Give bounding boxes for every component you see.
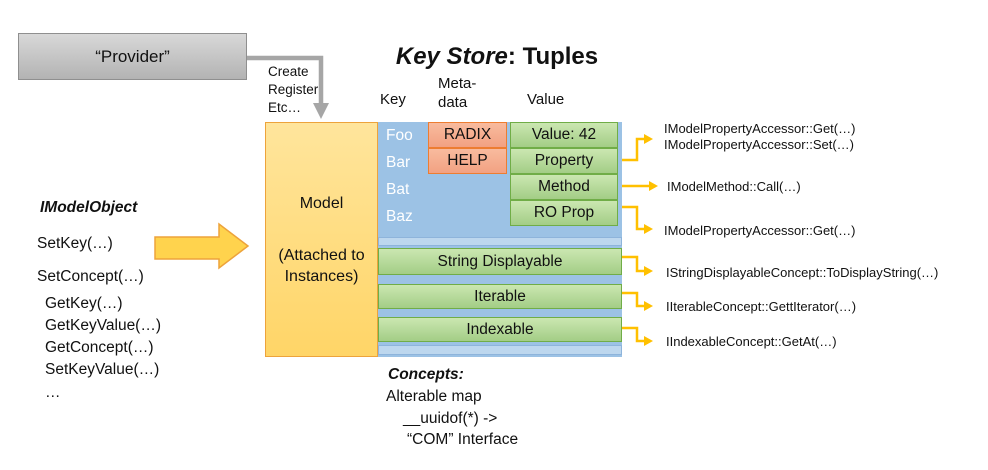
concept-bar-indexable: Indexable bbox=[378, 317, 622, 342]
api-method: GetKey(…) bbox=[45, 295, 123, 312]
provider-note-line: Create bbox=[268, 64, 309, 79]
separator-strip bbox=[378, 237, 622, 246]
metadata-cell-radix: RADIX bbox=[428, 122, 507, 148]
slide-title: Key Store: Tuples bbox=[352, 43, 642, 71]
connector-indexable-arrow bbox=[622, 326, 644, 343]
connector-ro-prop-arrowhead bbox=[644, 224, 653, 234]
provider-label: “Provider” bbox=[95, 46, 170, 66]
key-label-foo: Foo bbox=[386, 127, 413, 144]
connector-indexable-arrowhead bbox=[644, 336, 653, 346]
title-rest: : Tuples bbox=[507, 43, 599, 70]
key-label-baz: Baz bbox=[386, 208, 413, 225]
annotation-property-get: IModelPropertyAccessor::Get(…) bbox=[664, 121, 856, 136]
column-header-metadata: Meta- data bbox=[438, 74, 476, 112]
model-sublabel: (Attached to Instances) bbox=[278, 247, 365, 285]
connector-method-arrowhead bbox=[649, 181, 658, 191]
provider-note-line: Etc… bbox=[268, 100, 302, 115]
concept-bar-iterable: Iterable bbox=[378, 284, 622, 309]
provider-box: “Provider” bbox=[18, 33, 247, 80]
model-label: Model bbox=[299, 195, 344, 212]
key-label-bat: Bat bbox=[386, 181, 410, 198]
concepts-note-line: Alterable map bbox=[386, 388, 482, 405]
api-method: SetConcept(…) bbox=[37, 268, 144, 285]
model-box: Model (Attached to Instances) bbox=[265, 122, 378, 357]
annotation-iterable: IIterableConcept::GettIterator(…) bbox=[666, 299, 857, 314]
annotation-property-set: IModelPropertyAccessor::Set(…) bbox=[664, 137, 855, 152]
key-label-bar: Bar bbox=[386, 154, 411, 171]
connector-property-arrowhead bbox=[644, 134, 653, 144]
connector-ro-prop-arrow bbox=[622, 205, 644, 231]
concept-bar-string-displayable: String Displayable bbox=[378, 248, 622, 275]
value-cell-ro-prop: RO Prop bbox=[510, 200, 618, 226]
provider-note-line: Register bbox=[268, 82, 319, 97]
api-method: SetKey(…) bbox=[37, 235, 113, 252]
api-method: GetConcept(…) bbox=[45, 339, 154, 356]
connector-iterable-arrowhead bbox=[644, 301, 653, 311]
column-header-metadata-line2: data bbox=[438, 94, 468, 111]
api-method: SetKeyValue(…) bbox=[45, 361, 160, 378]
column-header-metadata-line1: Meta- bbox=[438, 75, 477, 92]
api-heading: IModelObject bbox=[40, 199, 138, 216]
annotation-string-displayable: IStringDisplayableConcept::ToDisplayStri… bbox=[666, 265, 939, 280]
title-emphasis: Key Store bbox=[395, 43, 508, 70]
concepts-note-heading: Concepts: bbox=[388, 366, 464, 383]
separator-strip bbox=[378, 345, 622, 355]
annotation-indexable: IIndexableConcept::GetAt(…) bbox=[666, 334, 837, 349]
column-header-value: Value bbox=[527, 91, 565, 108]
annotation-method-call: IModelMethod::Call(…) bbox=[667, 179, 801, 194]
provider-arrow-note: Create Register Etc… bbox=[268, 63, 318, 117]
connector-string-displayable-arrowhead bbox=[644, 266, 653, 276]
value-cell-property: Property bbox=[510, 148, 618, 174]
metadata-cell-help: HELP bbox=[428, 148, 507, 174]
column-header-key: Key bbox=[380, 91, 406, 108]
connector-iterable-arrow bbox=[622, 291, 644, 308]
yellow-block-arrow bbox=[154, 222, 250, 270]
concepts-note-line: “COM” Interface bbox=[407, 431, 519, 448]
concepts-note-line: __uuidof(*) -> bbox=[403, 410, 498, 427]
annotation-ro-prop-get: IModelPropertyAccessor::Get(…) bbox=[664, 223, 856, 238]
connector-string-displayable-arrow bbox=[622, 255, 644, 273]
api-method: GetKeyValue(…) bbox=[45, 317, 162, 334]
connector-property-arrow bbox=[622, 137, 644, 162]
api-method: … bbox=[45, 384, 61, 401]
value-cell-value42: Value: 42 bbox=[510, 122, 618, 148]
value-cell-method: Method bbox=[510, 174, 618, 200]
